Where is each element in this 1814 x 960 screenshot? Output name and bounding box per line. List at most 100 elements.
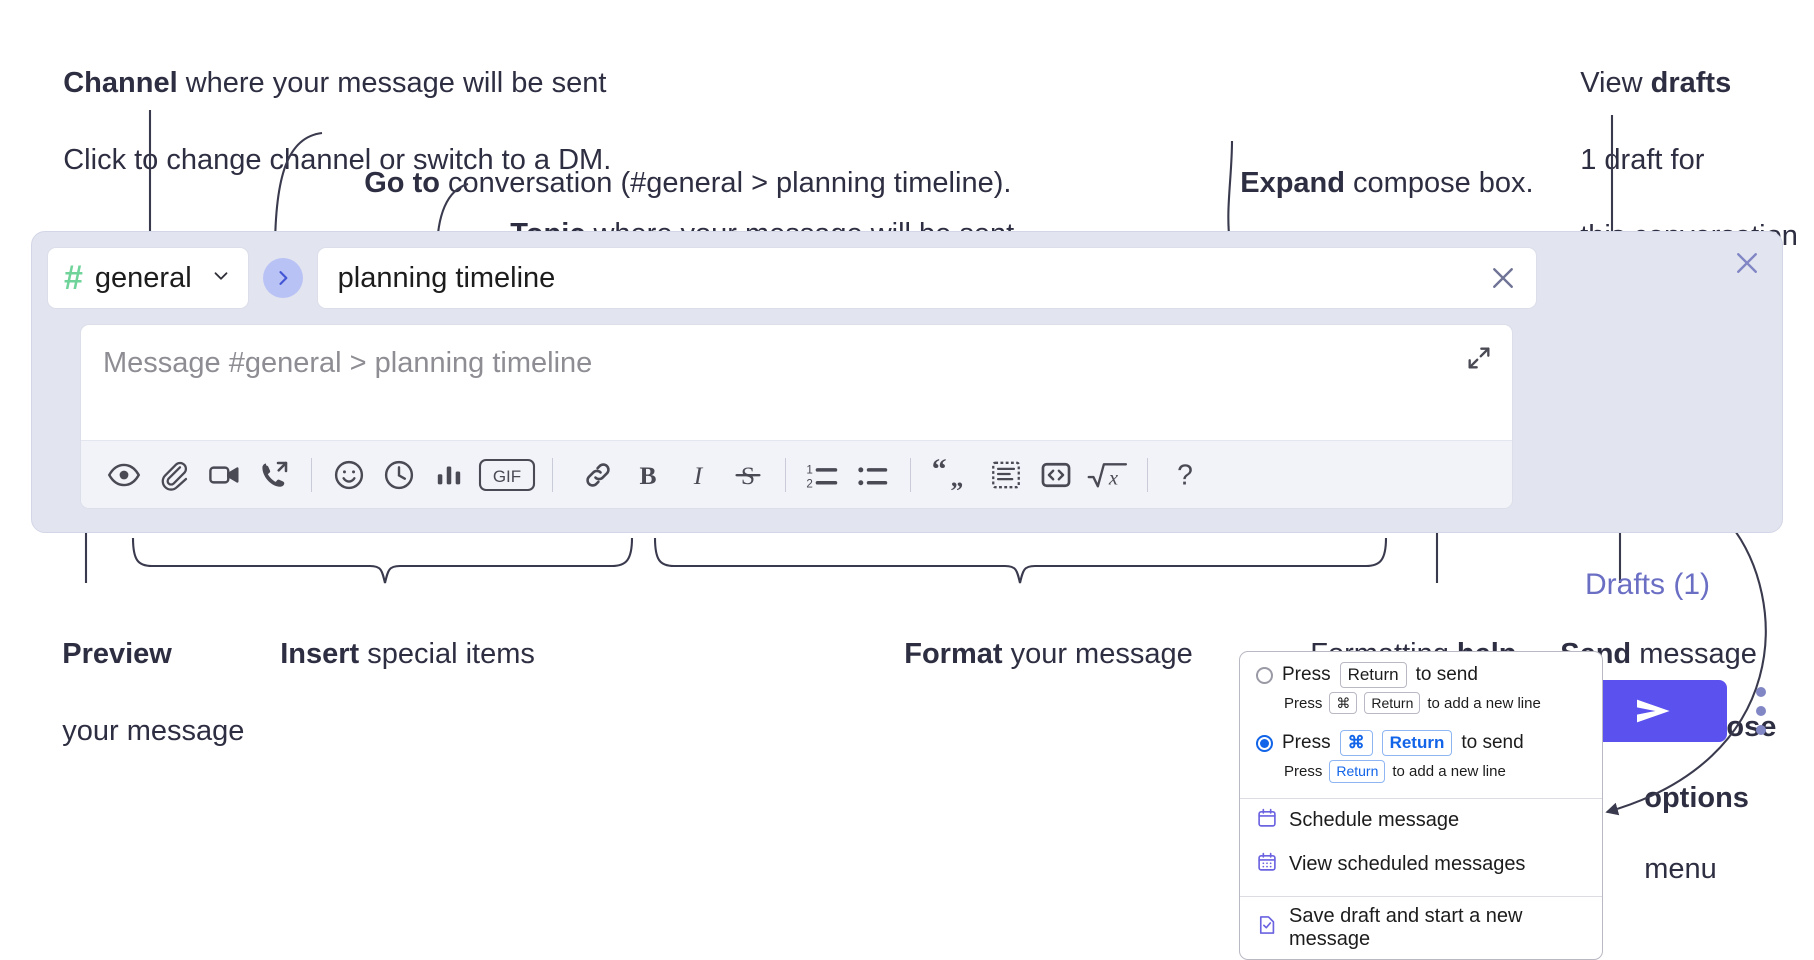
annotation-format: Format your message [872, 597, 1193, 712]
code-block-icon[interactable] [981, 450, 1031, 500]
expand-compose-icon[interactable] [1462, 341, 1496, 375]
send-button[interactable] [1581, 680, 1727, 742]
message-placeholder: Message #general > planning timeline [103, 347, 593, 379]
formatting-toolbar: GIF B I [81, 440, 1512, 508]
compose-box: # general planning timeline [31, 231, 1783, 742]
strikethrough-icon[interactable]: S [723, 450, 773, 500]
blockquote-icon[interactable]: “ „ [923, 450, 981, 500]
key-return: Return [1339, 662, 1407, 689]
svg-text:2: 2 [806, 477, 812, 490]
topic-input[interactable]: planning timeline [316, 247, 1537, 309]
preview-icon[interactable] [99, 450, 149, 500]
clear-topic-icon[interactable] [1486, 261, 1520, 295]
close-compose-icon[interactable] [1730, 246, 1764, 280]
annotation-drafts-italic1: 1 draft for [1580, 143, 1705, 176]
compose-header-row: # general planning timeline [47, 246, 1537, 310]
toolbar-separator [552, 457, 553, 492]
annotation-format-bold: Format [904, 638, 1003, 671]
svg-text:I: I [693, 461, 704, 490]
menu-item-schedule-message[interactable]: Schedule message [1240, 799, 1602, 843]
go-to-conversation-button[interactable] [262, 258, 303, 298]
annotation-goto: Go to conversation (#general > planning … [332, 126, 1011, 241]
option1-sub-press: Press [1284, 694, 1323, 712]
annotation-expand: Expand compose box. [1208, 126, 1534, 241]
annotation-insert: Insert special items [248, 597, 535, 712]
annotation-compose-options-rest: menu [1644, 852, 1717, 885]
gif-icon[interactable]: GIF [474, 450, 540, 500]
link-icon[interactable] [573, 450, 623, 500]
kebab-dot [1756, 706, 1766, 716]
annotation-format-rest: your message [1002, 638, 1193, 671]
draft-check-icon [1256, 914, 1278, 942]
annotation-drafts-bold: drafts [1650, 67, 1732, 100]
option2-tail: to send [1461, 732, 1524, 754]
svg-text:x: x [1108, 467, 1118, 489]
formatting-help-icon[interactable]: ? [1160, 450, 1210, 500]
drafts-link[interactable]: Drafts (1) [1585, 568, 1711, 601]
message-editor[interactable]: Message #general > planning timeline [80, 324, 1513, 509]
clock-icon[interactable] [374, 450, 424, 500]
audio-call-icon[interactable] [249, 450, 299, 500]
calendar-grid-icon [1256, 851, 1278, 879]
menu-item-save-draft[interactable]: Save draft and start a new message [1240, 897, 1602, 959]
annotation-preview-rest: your message [62, 714, 245, 747]
key-command: ⌘ [1329, 692, 1358, 715]
annotation-drafts-lead: View [1580, 67, 1651, 100]
menu-item-label: Schedule message [1289, 809, 1460, 832]
toolbar-separator [1147, 457, 1148, 492]
option2-sub-press: Press [1284, 762, 1323, 780]
inline-code-icon[interactable] [1031, 450, 1081, 500]
radio-selected[interactable] [1256, 734, 1273, 752]
math-icon[interactable]: x [1081, 450, 1135, 500]
annotation-compose-options-bold2: options [1644, 782, 1749, 815]
italic-icon[interactable]: I [673, 450, 723, 500]
annotation-preview: Preview your message [30, 597, 244, 788]
toolbar-separator [910, 457, 911, 492]
annotation-goto-rest: conversation (#general > planning timeli… [439, 167, 1012, 200]
option1-press: Press [1282, 664, 1331, 686]
key-command: ⌘ [1339, 730, 1373, 757]
compose-options-button[interactable] [1744, 687, 1778, 735]
menu-item-label: View scheduled messages [1289, 853, 1526, 876]
bulleted-list-icon[interactable] [848, 450, 898, 500]
annotation-send-rest: message [1631, 638, 1757, 671]
send-option-return[interactable]: Press Return to send [1240, 652, 1602, 689]
send-option-cmd-return-sub: Press Return to add a new line [1240, 756, 1602, 788]
send-option-return-sub: Press ⌘ Return to add a new line [1240, 688, 1602, 720]
toolbar-separator [785, 457, 786, 492]
channel-name: general [94, 261, 192, 294]
svg-text:GIF: GIF [493, 467, 521, 486]
menu-item-view-scheduled-messages[interactable]: View scheduled messages [1240, 843, 1602, 887]
poll-icon[interactable] [424, 450, 474, 500]
calendar-icon [1256, 807, 1278, 835]
svg-text:B: B [639, 461, 656, 490]
annotation-channel-rest: where your message will be sent [177, 67, 607, 100]
radio-unselected[interactable] [1256, 666, 1273, 684]
channel-picker[interactable]: # general [47, 247, 249, 309]
bold-icon[interactable]: B [623, 450, 673, 500]
svg-text:“: “ [932, 458, 947, 486]
option2-press: Press [1282, 732, 1331, 754]
topic-value: planning timeline [337, 261, 556, 294]
attachment-icon[interactable] [149, 450, 199, 500]
annotation-expand-rest: compose box. [1344, 167, 1534, 200]
ordered-list-icon[interactable]: 1 2 [798, 450, 848, 500]
menu-divider [1240, 797, 1602, 799]
video-icon[interactable] [199, 450, 249, 500]
svg-text:1: 1 [806, 463, 812, 476]
annotation-expand-bold: Expand [1240, 167, 1345, 200]
emoji-icon[interactable] [324, 450, 374, 500]
option1-tail: to send [1415, 664, 1478, 686]
chevron-down-icon [210, 265, 232, 292]
annotation-goto-bold: Go to [364, 167, 440, 200]
annotation-channel-bold: Channel [63, 67, 178, 100]
kebab-dot [1756, 687, 1766, 697]
key-return: Return [1364, 692, 1421, 715]
key-return: Return [1381, 730, 1453, 757]
option1-sub-tail: to add a new line [1427, 694, 1541, 712]
annotation-insert-rest: special items [359, 638, 535, 671]
svg-text:„: „ [951, 462, 964, 491]
send-option-cmd-return[interactable]: Press ⌘ Return to send [1240, 720, 1602, 757]
annotation-insert-bold: Insert [280, 638, 360, 671]
